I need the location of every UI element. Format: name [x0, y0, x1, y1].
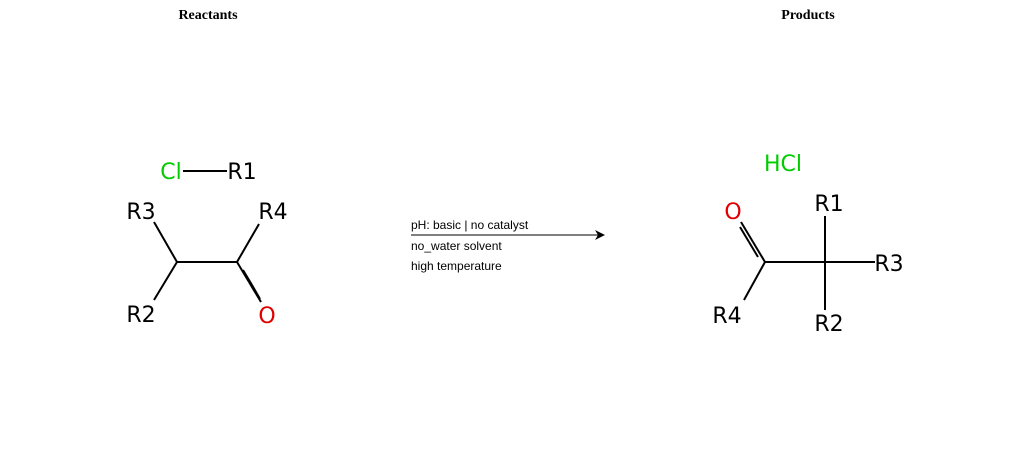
condition-solvent: no_water solvent	[411, 239, 502, 253]
reactant-ketone: R3 R2 R4 O	[126, 200, 287, 329]
condition-temperature: high temperature	[411, 259, 502, 273]
bond-co-outer-oxygen	[740, 221, 754, 243]
bond-co-inner-oxygen	[739, 226, 750, 243]
bond-co-inner-carbon	[242, 269, 253, 286]
bond-c-r4	[743, 261, 766, 301]
bond-co-outer-carbon	[752, 241, 766, 263]
atom-r4: R4	[712, 304, 741, 329]
reactants-title: Reactants	[178, 8, 238, 23]
product-hcl: HCl	[764, 152, 802, 177]
bond-cb-r4	[236, 223, 260, 263]
atom-o: O	[724, 200, 741, 225]
atom-r2: R2	[814, 312, 843, 337]
atom-r3: R3	[874, 252, 903, 277]
atom-r4: R4	[258, 200, 287, 225]
product-ketone: O R4 R1 R3 R2	[712, 192, 903, 337]
reactant-alkyl-chloride: Cl R1	[160, 160, 256, 185]
products-title: Products	[781, 8, 835, 23]
atom-r3: R3	[126, 200, 155, 225]
bond-co-inner-oxygen	[251, 284, 261, 300]
bond-co-outer-carbon	[236, 261, 250, 283]
bond-ca-r2	[153, 261, 178, 301]
atom-r2: R2	[126, 303, 155, 328]
atom-r1: R1	[227, 160, 256, 185]
reaction-arrow-group: pH: basic | no catalyst no_water solvent…	[411, 218, 605, 273]
bond-co-inner-carbon	[748, 241, 759, 258]
atom-hcl: HCl	[764, 152, 802, 177]
condition-ph-catalyst: pH: basic | no catalyst	[411, 218, 529, 232]
bond-r3-ca	[153, 221, 178, 263]
atom-r1: R1	[814, 192, 843, 217]
atom-o: O	[258, 304, 275, 329]
atom-cl: Cl	[160, 160, 181, 185]
